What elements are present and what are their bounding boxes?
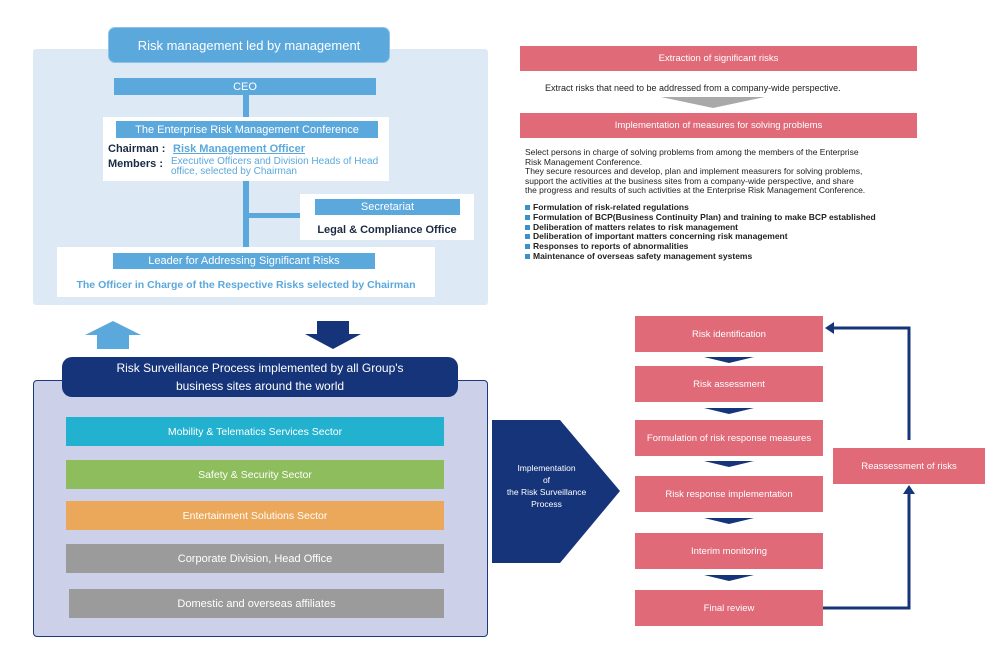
implementation-description: Select persons in charge of solving prob…: [525, 147, 925, 196]
bullet-item: Responses to reports of abnormalities: [525, 241, 945, 252]
connector-ceo-conference: [243, 95, 249, 117]
step-formulation-measures: Formulation of risk response measures: [635, 420, 823, 456]
conference-title: The Enterprise Risk Management Conferenc…: [116, 121, 378, 138]
step-risk-assessment: Risk assessment: [635, 366, 823, 402]
arrow-label-line: of: [542, 475, 551, 485]
description-line: Risk Management Conference.: [525, 156, 643, 167]
sector-entertainment: Entertainment Solutions Sector: [66, 501, 444, 530]
connector-conference-leader: [243, 181, 249, 249]
description-line: Select persons in charge of solving prob…: [525, 147, 859, 157]
flow-arrow-icon: [704, 461, 754, 467]
extraction-text: Extract risks that need to be addressed …: [545, 83, 841, 93]
arrow-down-icon: [305, 321, 361, 349]
chairman-label: Chairman :: [108, 143, 166, 155]
flow-arrow-icon: [704, 575, 754, 581]
description-line: support the activities at the business s…: [525, 175, 854, 186]
surveillance-title-line: business sites around the world: [175, 379, 345, 393]
step-response-implementation: Risk response implementation: [635, 476, 823, 512]
loop-arrow-left-icon: [825, 322, 834, 334]
bullet-item: Deliberation of important matters concer…: [525, 232, 945, 242]
members-value: Executive Officers and Division Heads of…: [171, 156, 379, 177]
bullet-item: Maintenance of overseas safety managemen…: [525, 251, 945, 262]
secretariat-title: Secretariat: [315, 199, 460, 215]
flow-arrow-icon: [704, 408, 754, 414]
implementation-bullet-list: Formulation of risk-related regulations …: [525, 202, 945, 262]
sector-mobility-telematics: Mobility & Telematics Services Sector: [66, 417, 444, 446]
surveillance-title: Risk Surveillance Process implemented by…: [62, 357, 458, 397]
arrow-label-line: the Risk Surveillance: [506, 487, 587, 497]
arrow-label-line: Implementation: [517, 463, 576, 473]
connector-secretariat: [249, 213, 300, 218]
arrow-label-line: Process: [531, 499, 562, 509]
step-final-review: Final review: [635, 590, 823, 626]
extraction-bar: Extraction of significant risks: [520, 46, 917, 71]
leader-text: The Officer in Charge of the Respective …: [76, 279, 416, 291]
step-risk-identification: Risk identification: [635, 316, 823, 352]
bullet-item: Deliberation of matters relates to risk …: [525, 222, 945, 233]
management-title: Risk management led by management: [108, 27, 390, 63]
surveillance-title-line: Risk Surveillance Process implemented by…: [116, 361, 404, 375]
reassessment-box: Reassessment of risks: [833, 448, 985, 484]
sector-safety-security: Safety & Security Sector: [66, 460, 444, 489]
flow-arrow-icon: [704, 357, 754, 363]
bullet-item: Formulation of risk-related regulations: [525, 202, 945, 213]
arrow-up-icon: [85, 321, 141, 349]
sector-corporate-division: Corporate Division, Head Office: [66, 544, 444, 573]
flow-arrow-icon: [704, 518, 754, 524]
implementation-arrow-label: Implementation of the Risk Surveillance …: [495, 462, 598, 510]
sector-affiliates: Domestic and overseas affiliates: [69, 589, 444, 618]
description-line: They secure resources and develop, plan …: [525, 166, 863, 176]
bullet-item: Formulation of BCP(Business Continuity P…: [525, 212, 945, 223]
loop-arrow-up-icon: [903, 485, 915, 494]
implementation-arrow-shape: [492, 420, 620, 563]
ceo-bar: CEO: [114, 78, 376, 95]
step-interim-monitoring: Interim monitoring: [635, 533, 823, 569]
description-line: the progress and results of such activit…: [525, 185, 866, 195]
down-chevron-icon: [661, 97, 765, 108]
members-label: Members :: [108, 158, 164, 170]
implementation-bar: Implementation of measures for solving p…: [520, 113, 917, 138]
leader-title: Leader for Addressing Significant Risks: [113, 253, 375, 269]
chairman-value: Risk Management Officer: [173, 143, 306, 155]
secretariat-text: Legal & Compliance Office: [317, 224, 457, 236]
